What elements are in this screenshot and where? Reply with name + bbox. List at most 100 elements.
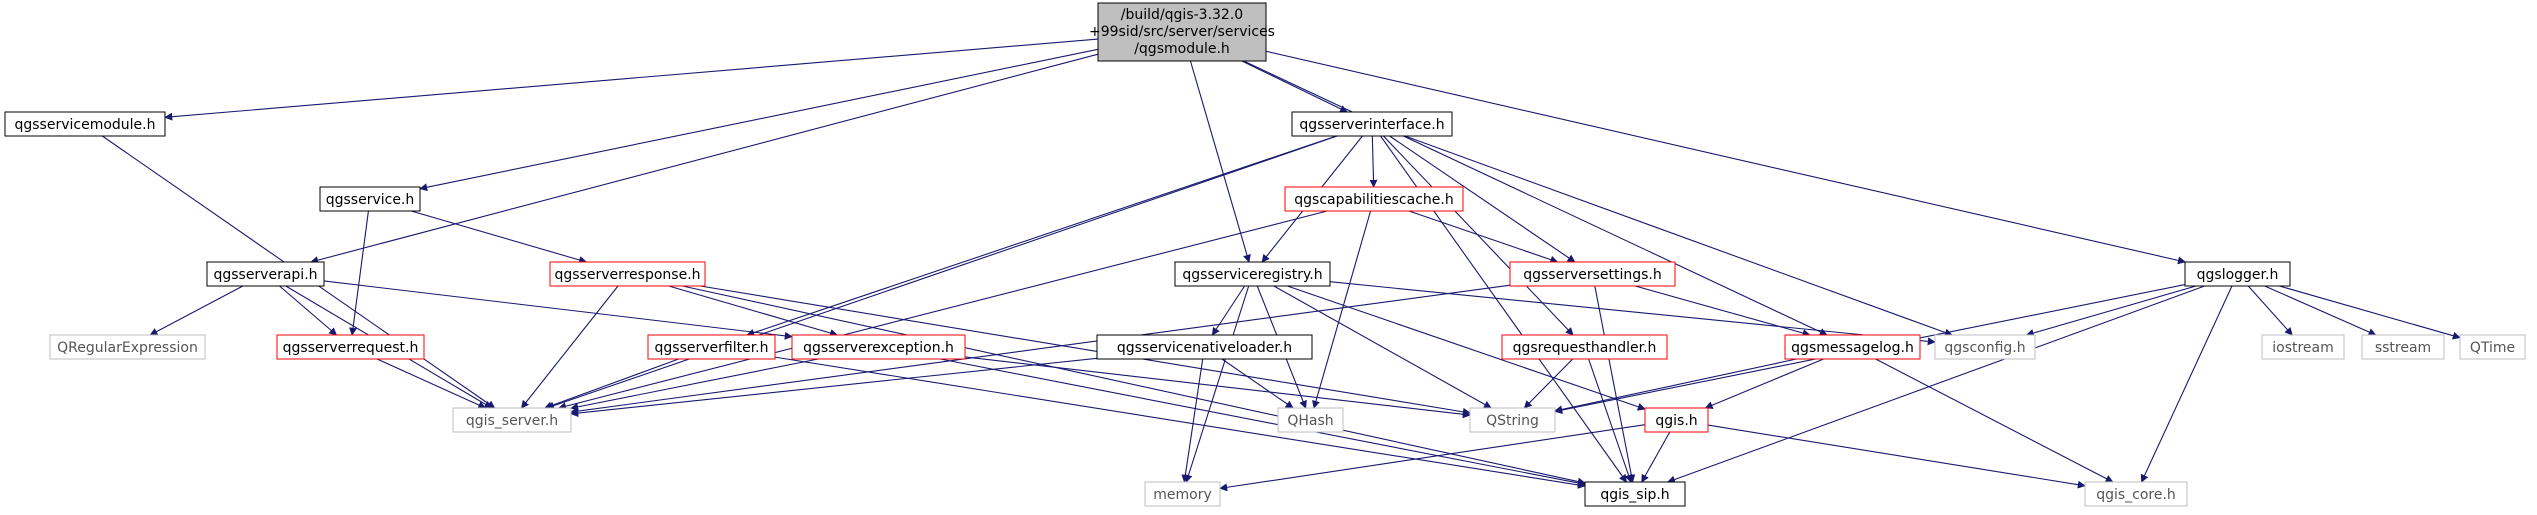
root-label-line: /qgsmodule.h [1134,41,1230,57]
node-box [2184,261,2291,287]
edge-qgslogger-to-iostream [2247,285,2293,336]
node-label: QHash [1287,413,1333,429]
node-qgsmessagelog[interactable]: qgsmessagelog.h [1784,334,1921,360]
node-box [1284,186,1464,212]
node-box [1469,407,1556,433]
dependency-nodes: /build/qgis-3.32.0+99sid/src/server/serv… [4,2,2526,507]
node-label: QTime [2470,340,2515,356]
edge-qgsserverresponse-to-qgis_sip [682,285,1586,486]
edge-qgis-to-memory [1219,424,1646,492]
node-qgis_sip[interactable]: qgis_sip.h [1584,481,1686,507]
node-label: qgsserverinterface.h [1299,117,1444,133]
node-box [2084,481,2188,507]
node-box [452,407,572,433]
node-qgsserverfilter[interactable]: qgsserverfilter.h [647,334,776,360]
node-sstream: sstream [2361,334,2445,360]
node-label: qgis_sip.h [1600,487,1669,503]
node-qgsserverrequest[interactable]: qgsserverrequest.h [276,334,425,360]
edge-qgsserverinterface-to-qgscapabilitiescache [1369,135,1378,188]
edge-qgscapabilitiescache-to-qgsserversettings [1408,210,1559,264]
node-QString: QString [1469,407,1556,433]
edge-qgsserviceregistry-to-qgsservicenativeloader [1211,285,1246,336]
node-qgsserverapi[interactable]: qgsserverapi.h [206,261,325,287]
node-qgsserverinterface[interactable]: qgsserverinterface.h [1291,111,1453,137]
node-qgsservicemodule[interactable]: qgsservicemodule.h [4,111,166,137]
edge-qgsservicenativeloader-to-qgis_server [570,357,1098,418]
edge-qgsserverresponse-to-QString [700,285,1471,416]
node-QRegularExpression: QRegularExpression [49,334,206,360]
node-qgsserverexception[interactable]: qgsserverexception.h [791,334,966,360]
node-box [1644,407,1709,433]
node-qgsserviceregistry[interactable]: qgsserviceregistry.h [1174,261,1331,287]
node-label: qgis_server.h [466,413,558,429]
edge-root-to-qgslogger [1265,50,2186,265]
node-qgsrequesthandler[interactable]: qgsrequesthandler.h [1501,334,1668,360]
node-qgsserversettings[interactable]: qgsserversettings.h [1509,261,1676,287]
node-box [206,261,325,287]
node-box [1584,481,1686,507]
edge-qgsmessagelog-to-qgis [1704,358,1824,409]
node-qgis_server: qgis_server.h [452,407,572,433]
node-label: qgsserverrequest.h [283,340,419,356]
edge-qgsserversettings-to-qgis_server [570,284,1511,416]
node-memory: memory [1144,481,1221,507]
edge-qgsserviceregistry-to-QString [1273,285,1492,409]
node-label: qgsmessagelog.h [1791,340,1914,356]
edge-qgscapabilitiescache-to-qgis_server [558,210,1328,411]
node-box [1097,2,1267,62]
edge-qgsserverrequest-to-qgis_server [376,358,487,409]
node-qgslogger[interactable]: qgslogger.h [2184,261,2291,287]
node-label: qgsservicemodule.h [14,117,155,133]
edge-qgsserversettings-to-qgis_sip [1594,285,1636,483]
node-box [1144,481,1221,507]
edge-qgslogger-to-QTime [2279,285,2461,340]
node-box [647,334,776,360]
edge-root-to-qgsservice [419,48,1099,192]
node-label: qgsserverapi.h [213,267,317,283]
edge-qgsservice-to-qgsserverresponse [411,210,588,264]
edge-root-to-qgsserverinterface [1241,60,1348,113]
node-box [1509,261,1676,287]
node-qgscapabilitiescache[interactable]: qgscapabilitiescache.h [1284,186,1464,212]
node-box [319,186,421,212]
edge-qgsserverinterface-to-qgsserverfilter [746,135,1337,337]
edge-qgslogger-to-qgsconfig [2025,285,2197,337]
edge-qgsserverfilter-to-qgis_sip [774,356,1586,489]
node-label: QString [1486,413,1539,429]
edge-root-to-qgsmessagelog [1243,60,1828,336]
dependency-edges [101,38,2461,492]
root-label-line: +99sid/src/server/services [1089,24,1275,40]
node-label: qgslogger.h [2197,267,2279,283]
edge-qgslogger-to-qgis_core [2140,285,2233,483]
edge-qgsserverresponse-to-qgsserverexception [668,285,839,337]
node-box [1291,111,1453,137]
node-label: qgsservice.h [326,192,415,208]
node-box [1096,334,1313,360]
node-label: qgsserverexception.h [803,340,954,356]
node-iostream: iostream [2261,334,2345,360]
edge-qgsserverinterface-to-qgis_server [546,135,1338,410]
edge-qgsrequesthandler-to-qgis_sip [1588,358,1633,483]
node-qgsservice[interactable]: qgsservice.h [319,186,421,212]
node-label: qgsserviceregistry.h [1182,267,1322,283]
node-label: qgsserverfilter.h [655,340,769,356]
node-qgsconfig: qgsconfig.h [1934,334,2036,360]
node-box [2459,334,2526,360]
node-qgsserverresponse[interactable]: qgsserverresponse.h [549,261,706,287]
node-box [1501,334,1668,360]
node-box [1784,334,1921,360]
node-label: qgsconfig.h [1944,340,2025,356]
edge-qgslogger-to-sstream [2264,285,2377,336]
node-QHash: QHash [1277,407,1344,433]
edge-qgsserverexception-to-QString [964,356,1471,419]
edge-qgsmessagelog-to-QString [1554,358,1797,414]
node-box [791,334,966,360]
node-qgsservicenativeloader[interactable]: qgsservicenativeloader.h [1096,334,1313,360]
node-label: qgsserverresponse.h [554,267,700,283]
node-qgis[interactable]: qgis.h [1644,407,1709,433]
edge-qgsservicenativeloader-to-memory [1181,358,1204,483]
edge-qgsserverinterface-to-qgsconfig [1404,135,1953,337]
edge-qgsservicenativeloader-to-QHash [1221,358,1294,409]
edge-qgsserverresponse-to-qgis_server [520,285,619,409]
node-box [4,111,166,137]
